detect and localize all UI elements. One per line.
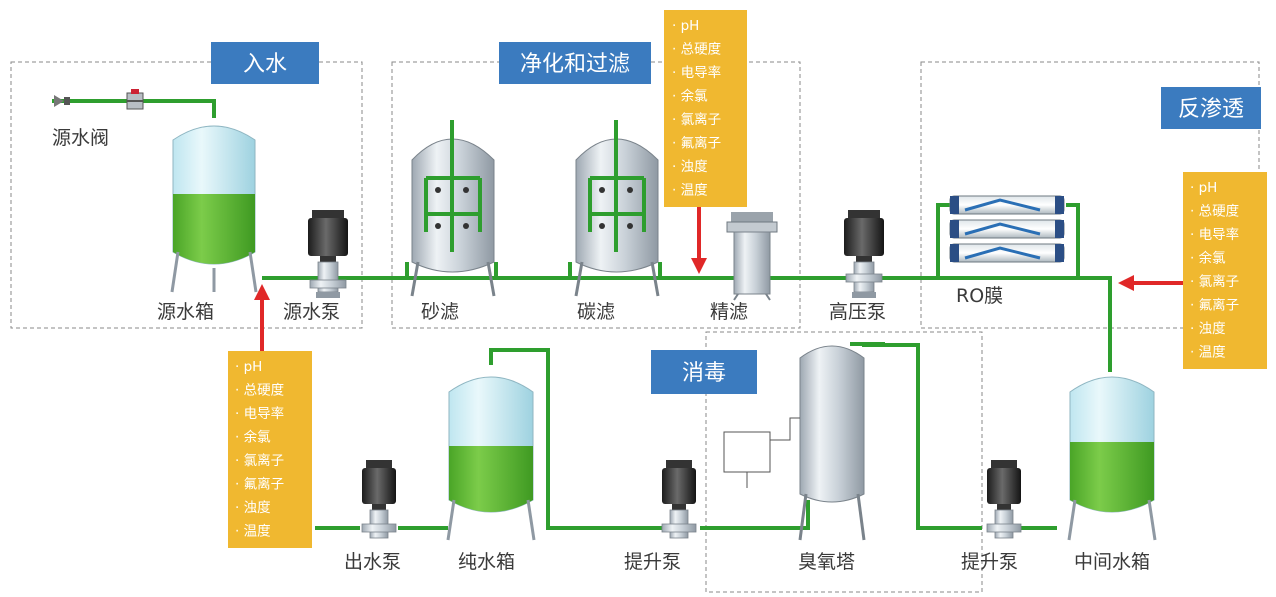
param-item: · 氟离子 bbox=[672, 135, 721, 152]
param-item: · 总硬度 bbox=[1190, 204, 1239, 220]
ro-membrane-label: RO膜 bbox=[956, 285, 1003, 307]
carbon-filter-label: 碳滤 bbox=[577, 301, 615, 323]
lift-pump-1-icon bbox=[661, 460, 697, 539]
lift-pump-2-icon bbox=[986, 460, 1022, 539]
param-item: · 氯离子 bbox=[672, 111, 721, 128]
svg-text:入水: 入水 bbox=[243, 52, 287, 77]
inlet-section-box bbox=[10, 61, 363, 329]
param-item: · 余氯 bbox=[235, 429, 271, 446]
ro-membrane-icon bbox=[949, 195, 1065, 263]
param-box-right-items: · pH · 总硬度 · 电导率 · 余氯 · 氯离子 · 氟离子 · 浊度 · 温度 bbox=[1190, 180, 1239, 361]
outlet-pump-icon bbox=[361, 460, 397, 539]
ro-title: 反渗透 bbox=[1161, 87, 1261, 129]
svg-text:反渗透: 反渗透 bbox=[1178, 97, 1244, 122]
svg-text:消毒: 消毒 bbox=[682, 361, 726, 386]
disinfect-section-box bbox=[705, 331, 983, 593]
middle-tank-icon bbox=[1067, 376, 1157, 541]
param-item: · 温度 bbox=[1190, 345, 1226, 361]
pure-tank-label: 纯水箱 bbox=[458, 551, 515, 573]
disinfect-title: 消毒 bbox=[651, 350, 757, 394]
param-box-top: · pH · 总硬度 · 电导率 · 余氯 · 氯离子 · 氟离子 · 浊度 · 温度 bbox=[664, 10, 747, 207]
arrow-up-to-source-tank bbox=[254, 284, 270, 351]
param-item: · 温度 bbox=[672, 183, 708, 199]
sand-filter-label: 砂滤 bbox=[421, 301, 459, 323]
fine-filter-icon bbox=[726, 212, 778, 301]
param-box-bottom-left: · pH · 总硬度 · 电导率 · 余氯 · 氯离子 · 氟离子 · 浊度 · 温度 bbox=[228, 351, 312, 548]
pipes bbox=[52, 99, 1112, 530]
pure-tank-icon bbox=[446, 376, 536, 541]
param-box-top-items: · pH · 总硬度 · 电导率 · 余氯 · 氯离子 · 氟离子 · 浊度 · 温度 bbox=[672, 18, 721, 199]
sand-filter-icon bbox=[410, 120, 496, 297]
source-valve-label: 源水阀 bbox=[52, 127, 109, 149]
high-pressure-pump-icon bbox=[844, 210, 884, 298]
param-item: · 浊度 bbox=[235, 500, 271, 516]
middle-tank-label: 中间水箱 bbox=[1074, 551, 1150, 573]
ozone-tower-icon bbox=[723, 342, 885, 541]
lift-pump-2-label: 提升泵 bbox=[961, 551, 1018, 573]
fine-filter-label: 精滤 bbox=[710, 301, 748, 323]
param-box-bottom-left-items: · pH · 总硬度 · 电导率 · 余氯 · 氯离子 · 氟离子 · 浊度 · 温度 bbox=[235, 359, 284, 540]
source-tank-label: 源水箱 bbox=[157, 301, 214, 323]
outlet-pump-label: 出水泵 bbox=[344, 551, 401, 573]
param-item: · 氯离子 bbox=[1190, 273, 1239, 290]
param-item: · 温度 bbox=[235, 524, 271, 540]
param-item: · 电导率 bbox=[1190, 226, 1239, 243]
param-item: · pH bbox=[1190, 180, 1217, 196]
param-item: · pH bbox=[235, 359, 262, 375]
param-item: · 电导率 bbox=[235, 405, 284, 422]
param-item: · 电导率 bbox=[672, 64, 721, 81]
param-item: · 浊度 bbox=[1190, 321, 1226, 337]
param-item: · 余氯 bbox=[1190, 250, 1226, 267]
carbon-filter-icon bbox=[574, 120, 660, 297]
param-item: · 总硬度 bbox=[672, 42, 721, 58]
arrow-left-to-ro bbox=[1118, 275, 1183, 291]
param-item: · 余氯 bbox=[672, 88, 708, 105]
arrow-down-to-fine-filter bbox=[691, 207, 707, 274]
source-tank-icon bbox=[170, 125, 258, 293]
param-item: · 氟离子 bbox=[235, 476, 284, 493]
param-item: · 氯离子 bbox=[235, 452, 284, 469]
param-item: · 总硬度 bbox=[235, 383, 284, 399]
source-valve-icon bbox=[54, 89, 144, 110]
lift-pump-1-label: 提升泵 bbox=[624, 551, 681, 573]
source-pump-label: 源水泵 bbox=[283, 301, 340, 323]
purify-title: 净化和过滤 bbox=[499, 42, 651, 84]
ozone-tower-label: 臭氧塔 bbox=[798, 551, 855, 573]
source-pump-icon bbox=[308, 210, 348, 298]
inlet-title: 入水 bbox=[211, 42, 319, 84]
param-box-right: · pH · 总硬度 · 电导率 · 余氯 · 氯离子 · 氟离子 · 浊度 · 温度 bbox=[1183, 172, 1267, 369]
svg-text:净化和过滤: 净化和过滤 bbox=[520, 52, 630, 77]
param-item: · 氟离子 bbox=[1190, 297, 1239, 314]
param-item: · 浊度 bbox=[672, 159, 708, 175]
high-pressure-pump-label: 高压泵 bbox=[829, 301, 886, 323]
param-item: · pH bbox=[672, 18, 699, 34]
